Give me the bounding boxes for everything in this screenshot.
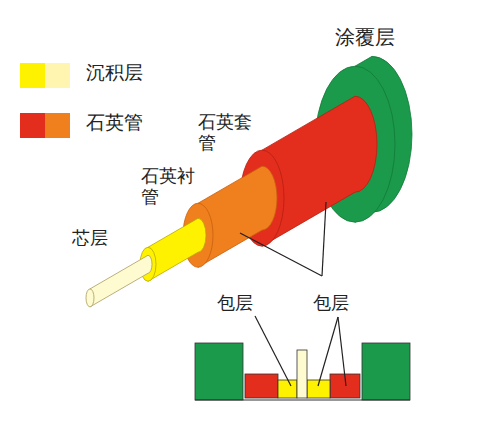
legend-swatch xyxy=(20,63,45,88)
part-label: 石英衬管 xyxy=(141,166,200,207)
leader-line xyxy=(255,316,291,386)
section-layer xyxy=(195,343,243,400)
leader-line xyxy=(240,233,322,276)
legend-swatch xyxy=(20,113,45,138)
section-layer xyxy=(362,343,410,400)
section-base xyxy=(195,399,410,400)
part-label: 包层 xyxy=(217,293,253,314)
legend-swatch-half xyxy=(45,63,70,88)
legend-swatch-half xyxy=(45,113,70,138)
core-rod-face xyxy=(86,289,94,307)
section-layer xyxy=(245,374,278,398)
section-layer xyxy=(297,350,307,398)
section-layer xyxy=(278,380,297,398)
part-label: 包层 xyxy=(313,293,349,314)
legend-label: 沉积层 xyxy=(86,62,143,84)
legend-label: 石英管 xyxy=(86,112,143,134)
core-rod-body xyxy=(90,255,152,307)
leader-line xyxy=(322,202,326,276)
cross-section xyxy=(195,343,410,400)
cylinders xyxy=(86,56,412,307)
part-label: 涂覆层 xyxy=(335,26,395,49)
leader-line xyxy=(318,317,338,386)
part-label: 石英套管 xyxy=(198,112,257,153)
leader-line xyxy=(338,317,346,386)
part-label: 芯层 xyxy=(72,228,108,249)
deposit-layer-body xyxy=(148,218,206,281)
